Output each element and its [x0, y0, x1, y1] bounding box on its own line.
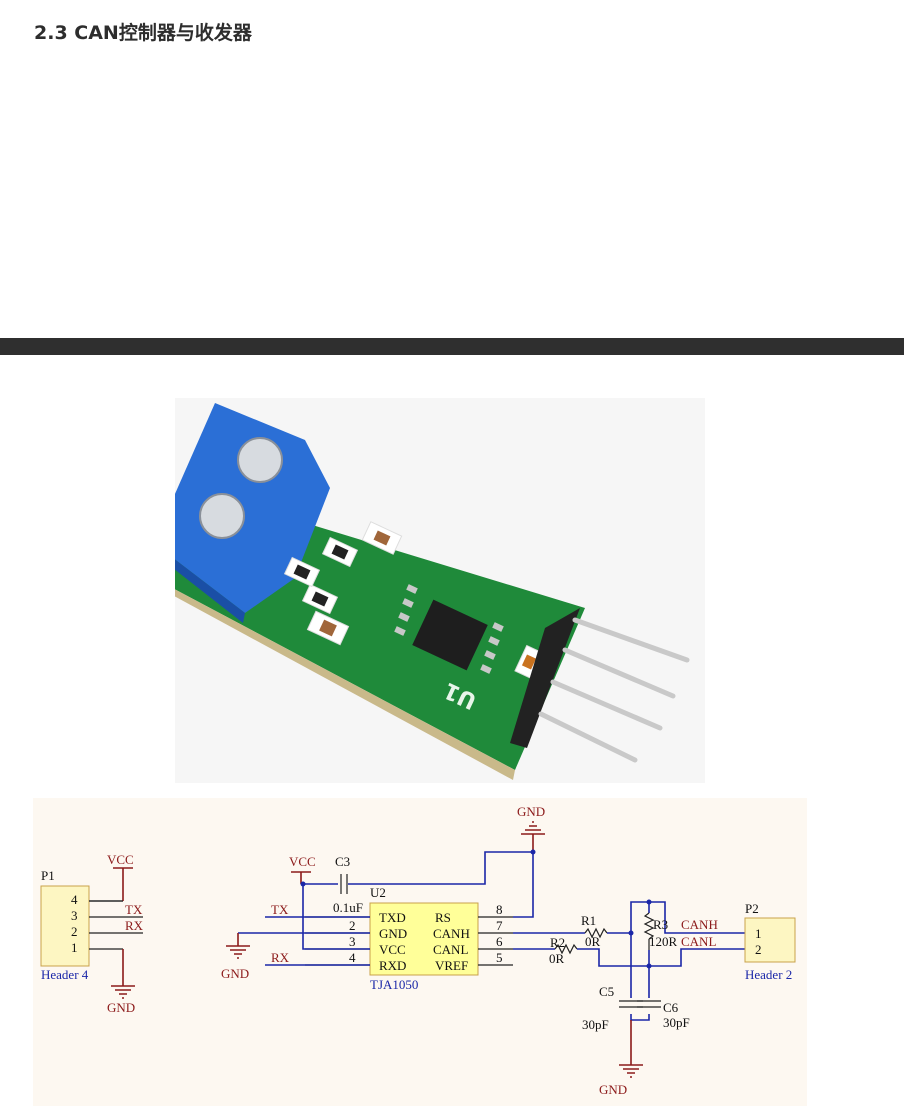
p1-pin-4: 4 [71, 892, 78, 907]
u2-gnd-left-symbol [226, 933, 250, 959]
u2-num-8: 8 [496, 902, 503, 917]
p1-pin-2: 2 [71, 924, 78, 939]
gnd-bottom-label: GND [599, 1082, 627, 1097]
canl-wire-mid [577, 948, 649, 967]
u2-num-2: 2 [349, 918, 356, 933]
u2-gnd-left-label: GND [221, 966, 249, 981]
p1-tx-label: TX [125, 902, 143, 917]
p1-rx-label: RX [125, 918, 144, 933]
p2-pin-2: 2 [755, 942, 762, 957]
u2-ref: U2 [370, 885, 386, 900]
u2-pin-canh: CANH [433, 926, 470, 941]
c6-capacitor [637, 1000, 661, 1008]
pcb-edge [163, 583, 515, 780]
pin-header [510, 608, 580, 748]
chip-u1 [412, 599, 488, 671]
c5-value: 30pF [582, 1017, 609, 1032]
u2-pin-txd: TXD [379, 910, 406, 925]
u2-pin-vref: VREF [435, 958, 468, 973]
u2-num-5: 5 [496, 950, 503, 965]
p1-gnd-symbol [111, 949, 135, 999]
u2-num-4: 4 [349, 950, 356, 965]
screw-top [237, 437, 283, 483]
r2-ref: R2 [550, 935, 565, 950]
u2-pin-rs: RS [435, 910, 451, 925]
u2-num-7: 7 [496, 918, 503, 933]
c5-capacitor [619, 1000, 643, 1008]
canl-label: CANL [681, 934, 716, 949]
screw-bottom [199, 493, 245, 539]
section-heading: 2.3 CAN控制器与收发器 [34, 22, 252, 44]
c5-ref: C5 [599, 984, 614, 999]
cap-wires [630, 933, 650, 1021]
u2-vcc-symbol [291, 871, 311, 884]
u2-gnd-top-label: GND [517, 804, 545, 819]
bus-wires [630, 901, 745, 967]
header-pins [538, 617, 690, 763]
vcc-net [302, 851, 533, 950]
r1-resistor [584, 927, 608, 939]
u2-pin-rxd: RXD [379, 958, 406, 973]
can-module-photo: U1 [160, 398, 705, 783]
p1-header-box [40, 885, 90, 967]
p2-ref: P2 [745, 901, 759, 916]
section-divider [0, 338, 904, 355]
u2-pin-vcc: VCC [379, 942, 406, 957]
u2-pin-canl: CANL [433, 942, 468, 957]
c6-ref: C6 [663, 1000, 679, 1015]
p2-header-box [744, 917, 796, 963]
c3-value: 0.1uF [333, 900, 363, 915]
c3-capacitor [340, 874, 348, 894]
c6-value: 30pF [663, 1015, 690, 1030]
u2-num-6: 6 [496, 934, 503, 949]
u2-gnd-top-symbol [521, 821, 545, 852]
u2-vcc-label: VCC [289, 854, 316, 869]
u2-rx-label: RX [271, 950, 290, 965]
u2-pin-gnd: GND [379, 926, 407, 941]
p1-pin-3: 3 [71, 908, 78, 923]
p2-name: Header 2 [745, 967, 792, 982]
u2-part: TJA1050 [370, 977, 418, 992]
p1-gnd-label: GND [107, 1000, 135, 1015]
p1-vcc-symbol [113, 867, 133, 901]
r2-value: 0R [549, 951, 565, 966]
c3-ref: C3 [335, 854, 350, 869]
can-schematic: P1 Header 4 4 3 2 1 VCC GND TX RX U2 TJA… [33, 798, 807, 1106]
gnd-bottom-symbol [619, 1020, 643, 1078]
terminal-block [160, 403, 330, 613]
u2-num-3: 3 [349, 934, 356, 949]
p1-pin-1: 1 [71, 940, 78, 955]
p1-vcc-label: VCC [107, 852, 134, 867]
u2-tx-label: TX [271, 902, 289, 917]
r3-value: 120R [649, 934, 678, 949]
r1-ref: R1 [581, 913, 596, 928]
r3-resistor [643, 912, 655, 940]
canh-label: CANH [681, 917, 718, 932]
p1-ref: P1 [41, 868, 55, 883]
u2-chip-body [369, 902, 479, 976]
p2-pin-1: 1 [755, 926, 762, 941]
rs-wire [513, 852, 534, 918]
r1-value: 0R [585, 934, 601, 949]
r2-resistor [554, 943, 578, 955]
p1-name: Header 4 [41, 967, 89, 982]
r3-ref: R3 [653, 917, 668, 932]
